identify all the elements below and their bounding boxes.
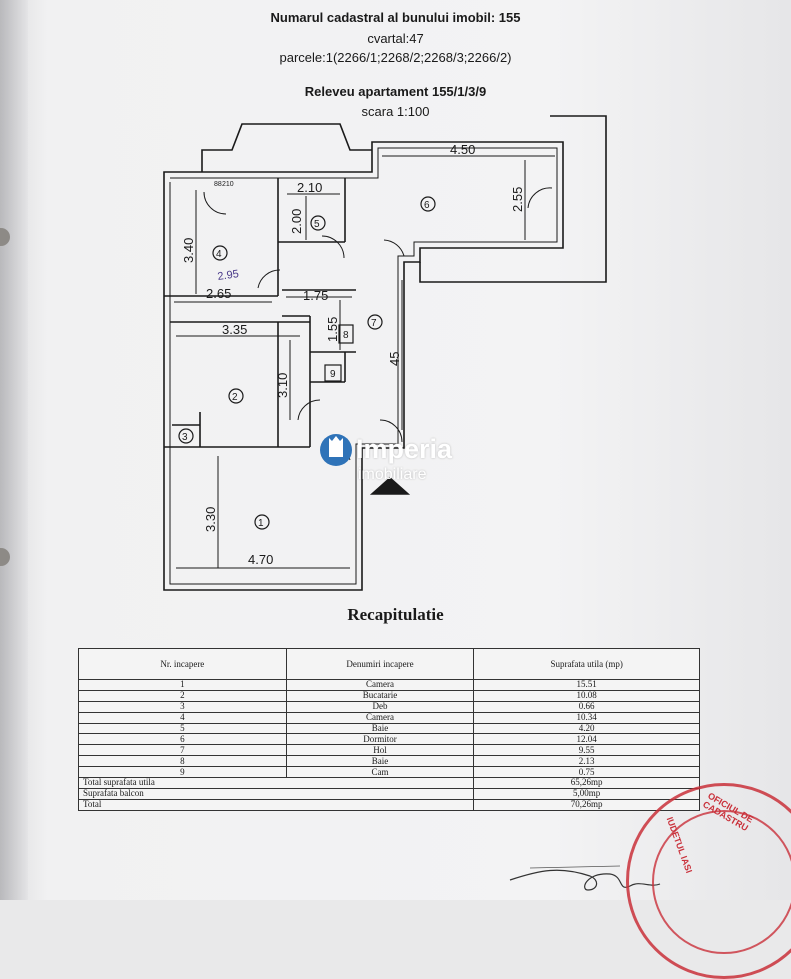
- parcels-line: parcele:1(2266/1;2268/2;2268/3;2266/2): [279, 50, 512, 65]
- floor-plan: 4.50 2.55 2.10 2.00 3.40 2.65 2.95 1.75 …: [163, 115, 607, 591]
- dim-2-10: 2.10: [297, 180, 322, 195]
- header-nr: Nr. incapere: [78, 648, 287, 680]
- recap-title: Recapitulatie: [347, 605, 444, 624]
- room-number-6: 6: [424, 200, 430, 211]
- brand-sub: imobiliare: [358, 466, 427, 483]
- page-edge-shadow: [0, 0, 28, 900]
- room-number-5: 5: [314, 219, 320, 230]
- handwritten-2-95: 2.95: [217, 268, 240, 283]
- dim-45: 45: [387, 352, 402, 366]
- dim-3-30: 3.30: [203, 507, 218, 532]
- imperia-watermark: Imperia imobiliare: [318, 432, 452, 483]
- dim-4-50: 4.50: [450, 142, 475, 157]
- room-number-3: 3: [182, 432, 188, 443]
- header-area: Suprafata utila (mp): [473, 648, 700, 680]
- cadastral-number: Numarul cadastral al bunului imobil: 155: [270, 10, 521, 25]
- header-name: Denumiri incapere: [285, 648, 475, 680]
- room-number-9: 9: [330, 369, 336, 380]
- door-label-bottom: 210: [222, 181, 234, 188]
- scale-line: scara 1:100: [361, 104, 430, 119]
- table-header-row: Nr. incapere Denumiri incapere Suprafata…: [78, 648, 700, 680]
- cvartal-line: cvartal:47: [367, 31, 424, 46]
- room-number-2: 2: [232, 392, 238, 403]
- imperia-logo-icon: [320, 434, 352, 466]
- dim-3-40: 3.40: [181, 238, 196, 263]
- room-number-8: 8: [343, 330, 349, 341]
- dim-2-55: 2.55: [510, 187, 525, 212]
- door-label-top: 88: [214, 181, 222, 188]
- dim-3-35: 3.35: [222, 322, 247, 337]
- dim-3-10: 3.10: [275, 373, 290, 398]
- dim-2-65: 2.65: [206, 286, 231, 301]
- punch-hole: [0, 548, 10, 566]
- dim-2-00: 2.00: [289, 209, 304, 234]
- dim-1-55: 1.55: [325, 317, 340, 342]
- dim-1-75: 1.75: [303, 288, 328, 303]
- room-number-1: 1: [258, 518, 264, 529]
- releveu-title: Releveu apartament 155/1/3/9: [304, 84, 487, 99]
- room-number-4: 4: [216, 249, 222, 260]
- recap-table: Nr. incapere Denumiri incapere Suprafata…: [77, 648, 700, 811]
- brand-name: Imperia: [356, 434, 453, 464]
- punch-hole: [0, 228, 10, 246]
- room-number-7: 7: [371, 318, 377, 329]
- dim-4-70: 4.70: [248, 552, 273, 567]
